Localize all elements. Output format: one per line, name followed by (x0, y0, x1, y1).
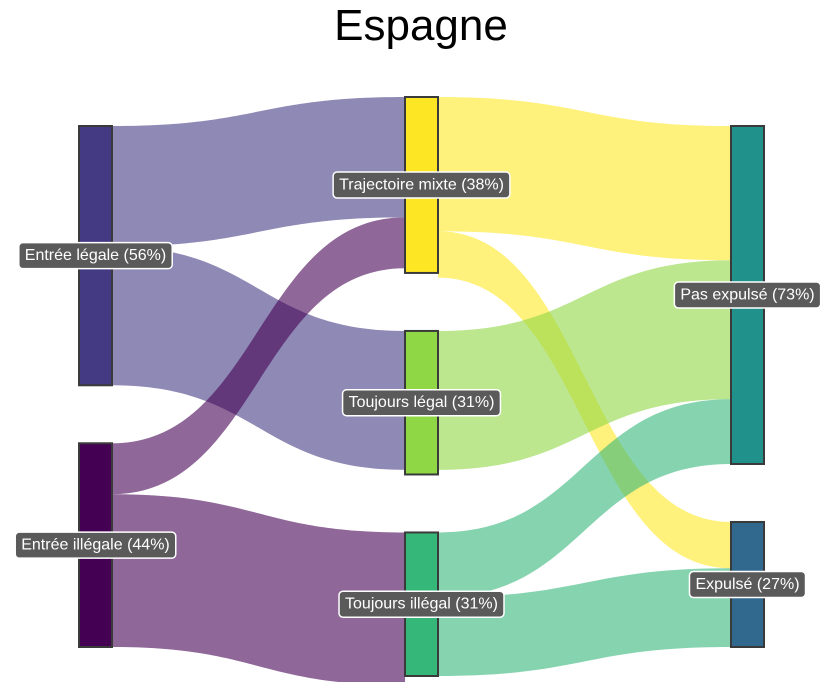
node-label-box (332, 171, 511, 199)
node-label-text: Toujours légal (31%) (349, 394, 495, 411)
node-label-text: Expulsé (27%) (695, 576, 799, 593)
node-label-toujours_legal: Toujours légal (31%) (341, 388, 502, 417)
link-entree_illegale-to-toujours_illegal (112, 494, 405, 682)
link-toujours_legal-to-pas_expulse (438, 260, 731, 470)
link-entree_legale-to-trajectoire_mixte (112, 97, 405, 247)
node-label-entree_legale: Entrée légale (56%) (18, 241, 173, 270)
node-label-box (688, 570, 807, 599)
node-label-expulse: Expulsé (27%) (688, 570, 807, 599)
node-label-box (338, 590, 505, 618)
links-layer (112, 97, 731, 682)
labels-layer: Entrée légale (56%) Entrée illégale (44%)… (14, 171, 822, 618)
node-label-text: Entrée légale (56%) (25, 247, 166, 264)
link-entree_illegale-to-trajectoire_mixte (112, 217, 405, 495)
node-label-toujours_illegal: Toujours illégal (31%) (338, 590, 505, 618)
chart-title: Espagne (334, 1, 508, 50)
node-label-box (18, 241, 173, 270)
node-label-text: Toujours illégal (31%) (345, 596, 498, 613)
node-label-text: Pas expulsé (73%) (680, 286, 814, 303)
node-label-box (341, 388, 502, 417)
node-label-entree_illegale: Entrée illégale (44%) (14, 531, 177, 559)
node-label-pas_expulse: Pas expulsé (73%) (673, 281, 822, 309)
link-trajectoire_mixte-to-pas_expulse (438, 97, 731, 261)
link-toujours_illegal-to-pas_expulse (438, 399, 731, 598)
node-label-box (673, 281, 822, 309)
link-toujours_illegal-to-expulse (438, 568, 731, 676)
node-label-box (14, 531, 177, 559)
node-label-text: Trajectoire mixte (38%) (339, 176, 504, 193)
node-label-trajectoire_mixte: Trajectoire mixte (38%) (332, 171, 511, 199)
node-label-text: Entrée illégale (44%) (21, 537, 170, 554)
